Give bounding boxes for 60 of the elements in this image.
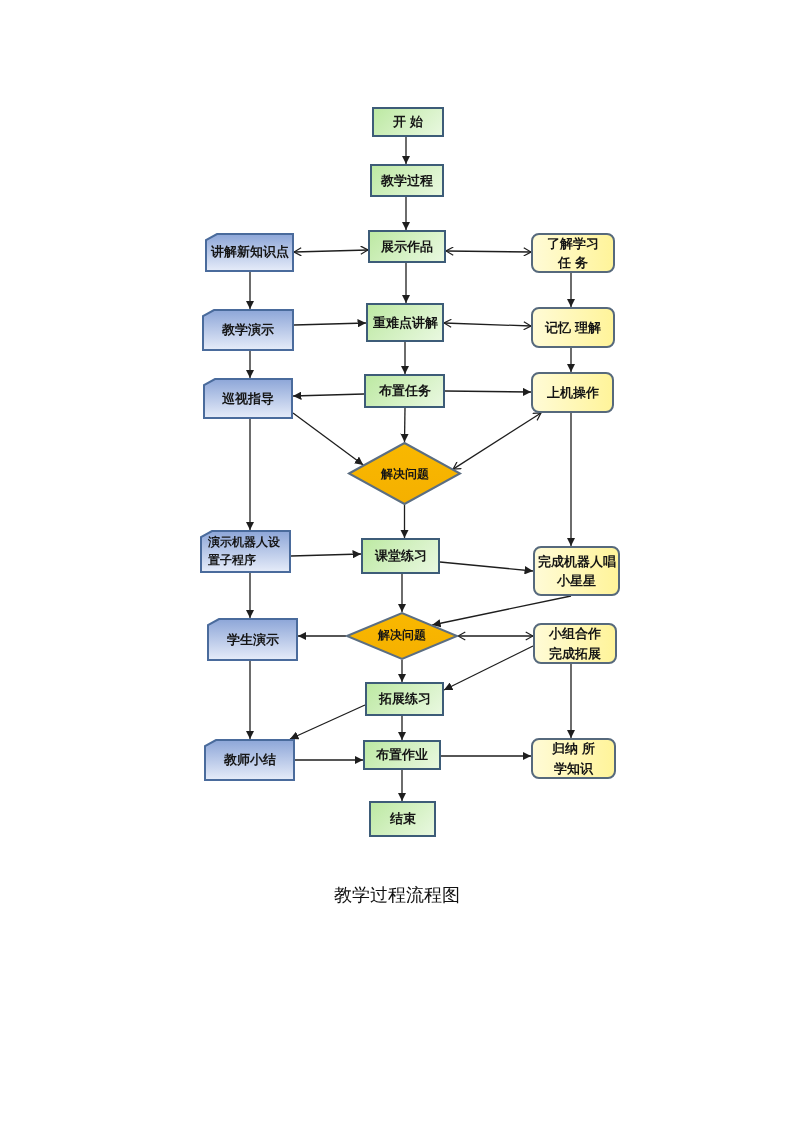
arrow — [245, 572, 255, 619]
arrow — [440, 751, 532, 761]
process-box: 拓展练习 — [365, 682, 444, 716]
process-box: 教学过程 — [370, 164, 444, 197]
process-box: 开 始 — [372, 107, 444, 137]
caption: 教学过程流程图 — [333, 883, 461, 907]
double-arrow — [452, 412, 542, 470]
card-box: 演示机器人设置子程序 — [200, 530, 291, 573]
double-arrow — [457, 631, 534, 641]
arrow — [431, 595, 572, 628]
arrow — [245, 271, 255, 310]
rounded-box: 了解学习任 务 — [531, 233, 615, 273]
card-box: 学生演示 — [207, 618, 298, 661]
decision-diamond: 解决问题 — [346, 612, 458, 660]
arrow — [292, 391, 365, 400]
process-box: 布置作业 — [363, 740, 441, 770]
decision-diamond: 解决问题 — [348, 442, 461, 505]
double-arrow — [443, 318, 532, 331]
card-box: 讲解新知识点 — [205, 233, 294, 272]
arrow — [401, 136, 411, 165]
arrow — [443, 645, 534, 691]
arrow — [439, 561, 534, 575]
card-box: 教师小结 — [204, 739, 295, 781]
arrow — [397, 769, 407, 802]
arrow — [290, 550, 362, 559]
arrow — [400, 504, 409, 539]
arrow — [289, 704, 366, 740]
arrow — [401, 262, 411, 304]
double-arrow — [445, 246, 532, 257]
arrow — [292, 412, 364, 466]
arrow — [401, 196, 411, 231]
arrow — [245, 660, 255, 740]
rounded-box: 上机操作 — [531, 372, 614, 413]
process-box: 结束 — [369, 801, 436, 837]
arrow — [566, 347, 576, 373]
process-box: 布置任务 — [364, 374, 445, 408]
process-box: 展示作品 — [368, 230, 446, 263]
arrow — [297, 631, 347, 641]
rounded-box: 归纳 所学知识 — [531, 738, 616, 779]
arrow — [444, 387, 532, 397]
rounded-box: 完成机器人唱小星星 — [533, 546, 620, 596]
arrow — [397, 715, 407, 741]
arrow — [566, 663, 576, 739]
process-box: 课堂练习 — [361, 538, 440, 574]
arrow — [245, 350, 255, 379]
process-box: 重难点讲解 — [366, 303, 444, 342]
arrow — [293, 319, 367, 328]
arrow — [400, 341, 410, 375]
arrow — [400, 407, 409, 443]
arrow — [397, 659, 407, 683]
rounded-box: 记忆 理解 — [531, 307, 615, 348]
double-arrow — [293, 245, 369, 257]
arrow — [566, 412, 576, 547]
arrow — [566, 272, 576, 308]
arrow — [397, 573, 407, 613]
card-box: 巡视指导 — [203, 378, 293, 419]
card-box: 教学演示 — [202, 309, 294, 351]
arrow — [294, 755, 364, 765]
rounded-box: 小组合作完成拓展 — [533, 623, 617, 664]
arrow — [245, 418, 255, 531]
